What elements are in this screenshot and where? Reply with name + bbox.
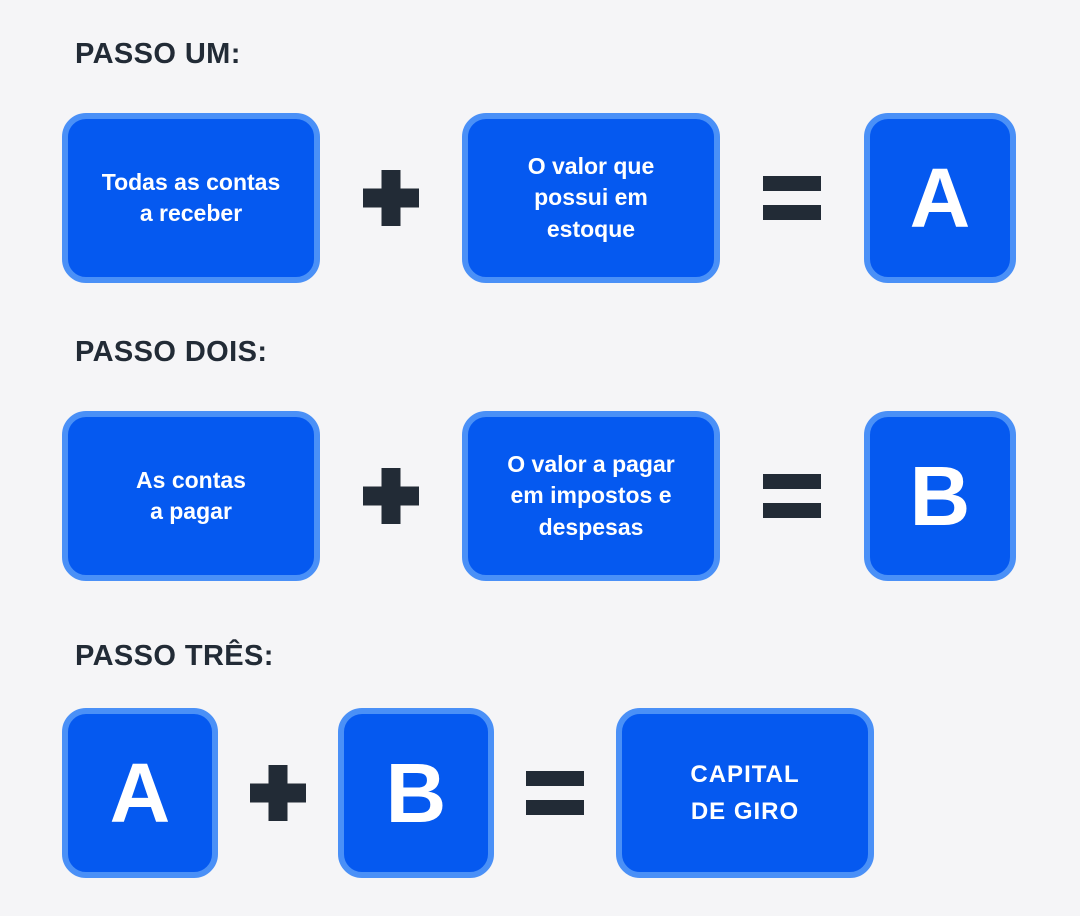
step-three-operand1-box: A xyxy=(62,708,218,878)
step-one-equation: Todas as contas a receber O valor que po… xyxy=(62,113,1016,283)
step-one-operand2-label: O valor que possui em estoque xyxy=(527,153,655,242)
step-three-operand1-label: A xyxy=(109,746,171,840)
step-two-result-label: B xyxy=(909,449,971,543)
step-three-result-label: CAPITAL DE GIRO xyxy=(690,760,800,825)
step-one-result-label: A xyxy=(909,151,971,245)
step-two-operand2-box: O valor a pagar em impostos e despesas xyxy=(462,411,720,581)
step-one-operand1-label: Todas as contas a receber xyxy=(101,168,281,226)
step-two-operand1-label: As contas a pagar xyxy=(136,466,246,524)
step-one-result-box: A xyxy=(864,113,1016,283)
equals-icon xyxy=(763,176,821,220)
step-one-operand2-box: O valor que possui em estoque xyxy=(462,113,720,283)
step-three-heading: PASSO TRÊS: xyxy=(75,640,274,672)
step-three-result-box: CAPITAL DE GIRO xyxy=(616,708,874,878)
step-two-result-box: B xyxy=(864,411,1016,581)
step-two-heading: PASSO DOIS: xyxy=(75,336,268,368)
equals-icon xyxy=(763,474,821,518)
plus-icon xyxy=(250,765,306,821)
equals-icon xyxy=(526,771,584,815)
plus-icon xyxy=(363,468,419,524)
step-three-operand2-box: B xyxy=(338,708,494,878)
step-two-operand2-label: O valor a pagar em impostos e despesas xyxy=(507,451,675,540)
step-one-heading: PASSO UM: xyxy=(75,38,241,70)
step-three-equation: A B CAPITAL DE GIRO xyxy=(62,708,874,878)
step-two-operand1-box: As contas a pagar xyxy=(62,411,320,581)
step-two-equation: As contas a pagar O valor a pagar em imp… xyxy=(62,411,1016,581)
step-three-operand2-label: B xyxy=(385,746,447,840)
plus-icon xyxy=(363,170,419,226)
step-one-operand1-box: Todas as contas a receber xyxy=(62,113,320,283)
